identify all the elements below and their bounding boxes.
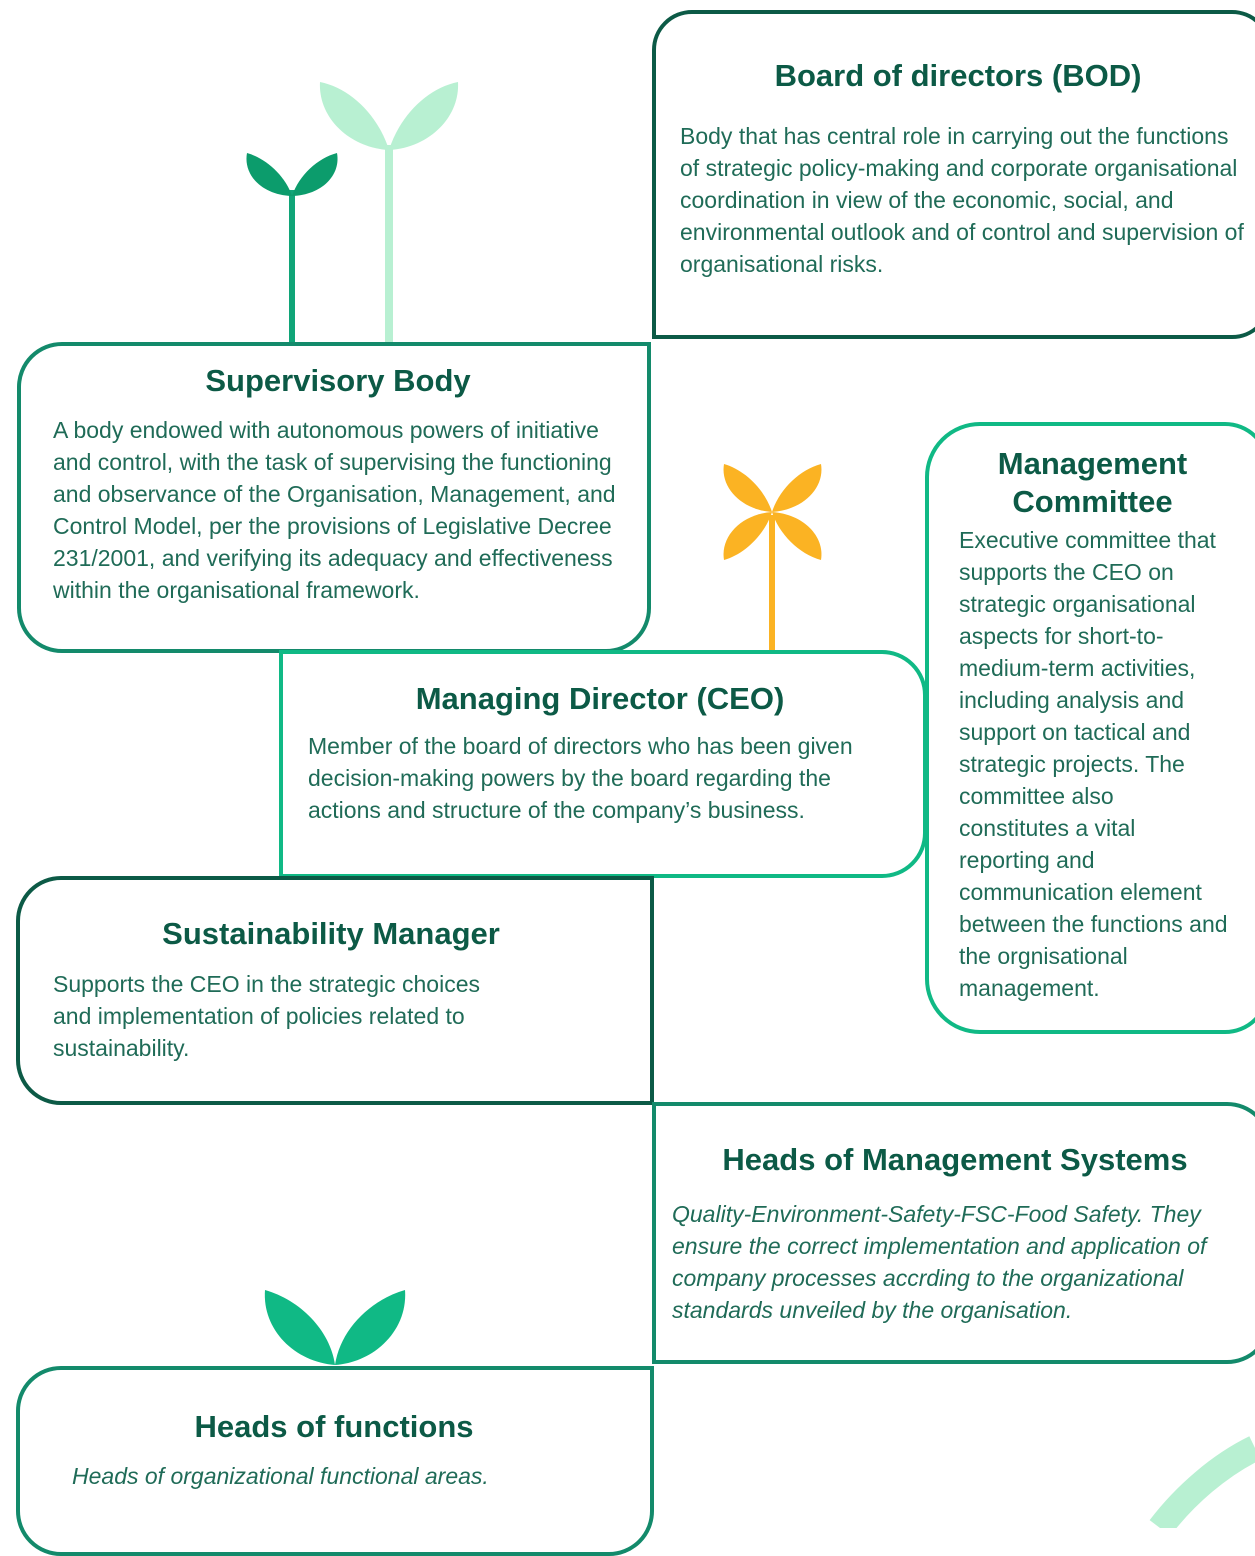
management-committee-box bbox=[925, 422, 1255, 1034]
green-sprout-icon bbox=[264, 1290, 406, 1365]
management-committee-description: Executive committee that supports the CE… bbox=[959, 527, 1228, 1001]
bod-title: Board of directors (BOD) bbox=[774, 58, 1142, 93]
management-systems-box bbox=[652, 1102, 1255, 1364]
mint-sprout-icon bbox=[319, 82, 459, 345]
supervisory-title: Supervisory Body bbox=[205, 363, 471, 398]
bod-box bbox=[652, 10, 1255, 339]
sustainability-description: Supports the CEO in the strategic choice… bbox=[53, 971, 480, 1061]
management-systems-title: Heads of Management Systems bbox=[722, 1142, 1188, 1177]
functions-title: Heads of functions bbox=[194, 1409, 474, 1444]
bod-description: Body that has central role in carrying o… bbox=[680, 123, 1244, 277]
ceo-title: Managing Director (CEO) bbox=[415, 681, 785, 716]
sustainability-title: Sustainability Manager bbox=[162, 916, 500, 951]
yellow-flower-icon bbox=[723, 464, 822, 652]
management-systems-description: Quality-Environment-Safety-FSC-Food Safe… bbox=[672, 1201, 1207, 1323]
sustainability-box bbox=[16, 876, 654, 1105]
supervisory-description: A body endowed with autonomous powers of… bbox=[53, 417, 616, 603]
dark-green-sprout-icon bbox=[246, 153, 338, 345]
mint-arc-icon bbox=[1149, 1436, 1255, 1528]
ceo-description: Member of the board of directors who has… bbox=[308, 733, 853, 823]
functions-box bbox=[16, 1366, 654, 1556]
management-committee-title: Management Committee bbox=[997, 446, 1188, 519]
functions-description: Heads of organizational functional areas… bbox=[72, 1463, 489, 1489]
